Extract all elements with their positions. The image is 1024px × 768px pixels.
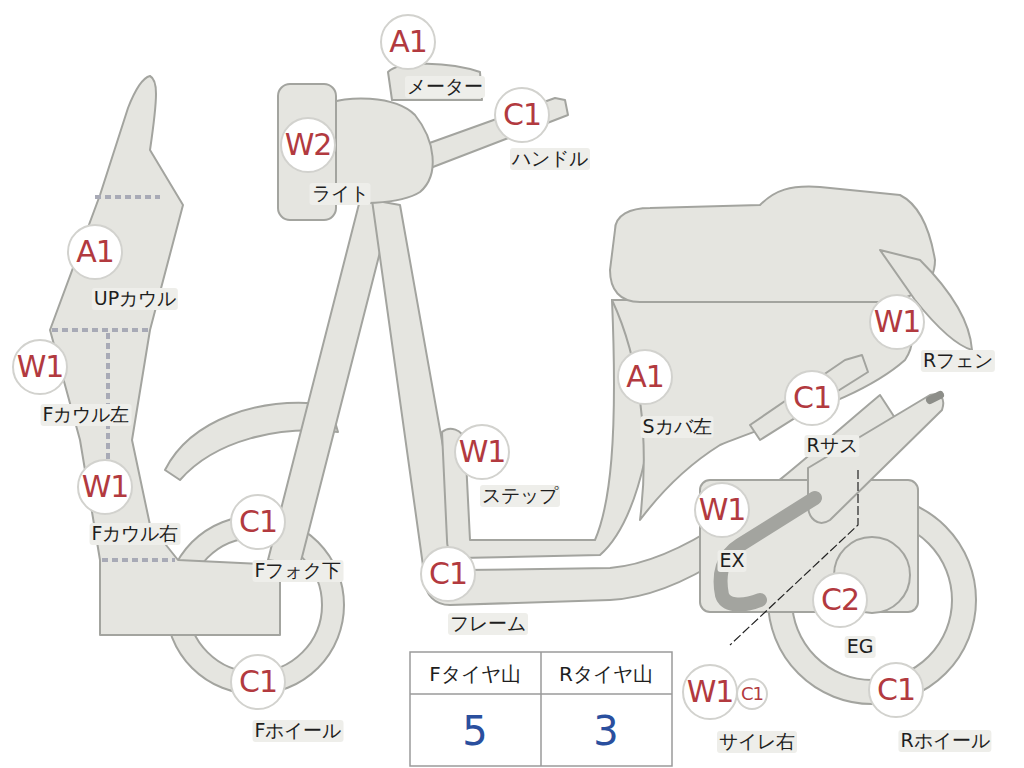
callout-circle: W1Fカウル右 bbox=[77, 459, 133, 515]
part-name: Sカバ左 bbox=[640, 416, 713, 438]
part-name: Rホイール bbox=[898, 730, 991, 752]
callout-code: C1 bbox=[793, 383, 831, 413]
callout-code: C1 bbox=[429, 559, 467, 589]
callout-code: C1 bbox=[877, 675, 915, 705]
callout-code: C2 bbox=[821, 585, 859, 615]
part-name: メーター bbox=[405, 76, 485, 98]
callout-circle: W1ステップ bbox=[454, 424, 510, 480]
callout-circle: W1EX bbox=[694, 482, 750, 538]
callout-circle: C1Fホイール bbox=[230, 654, 286, 710]
table-header: Fタイヤ山 bbox=[429, 664, 521, 684]
part-name: フレーム bbox=[448, 613, 528, 635]
callout-code: C1 bbox=[239, 667, 277, 697]
part-name: Fフォク下 bbox=[253, 560, 344, 582]
callout-circle: C1Rサス bbox=[784, 370, 840, 426]
callout-circle: W1Rフェン bbox=[869, 294, 925, 350]
table-header: Rタイヤ山 bbox=[559, 664, 653, 684]
callout-circle: A1Sカバ左 bbox=[617, 349, 673, 405]
callout-code: W1 bbox=[459, 437, 506, 467]
callout-circle: W1Fカウル左 bbox=[12, 339, 68, 395]
callout-circle: C1フレーム bbox=[420, 546, 476, 602]
part-name: サイレ右 bbox=[717, 731, 797, 753]
part-name: UPカウル bbox=[92, 288, 178, 310]
callout-circle: W1サイレ右 bbox=[682, 664, 738, 720]
callout-circle: C1ハンドル bbox=[494, 87, 550, 143]
part-name: EG bbox=[845, 636, 876, 658]
callout-code: A1 bbox=[626, 362, 664, 392]
callout-circle: C1Rホイール bbox=[868, 662, 924, 718]
callout-circle: C2EG bbox=[812, 572, 868, 628]
part-name: ステップ bbox=[480, 485, 560, 507]
part-name: ライト bbox=[310, 183, 371, 205]
callout-code: C1 bbox=[239, 507, 277, 537]
callout-code: W1 bbox=[874, 307, 921, 337]
part-name: Fカウル左 bbox=[41, 404, 132, 426]
callout-code: W1 bbox=[687, 677, 734, 707]
callout-code: W1 bbox=[82, 472, 129, 502]
callout-circle: A1メーター bbox=[380, 14, 436, 70]
callout-code: C1 bbox=[741, 685, 763, 703]
part-name: ハンドル bbox=[510, 148, 590, 170]
part-name: Rフェン bbox=[921, 350, 995, 372]
callout-circle: C1 bbox=[736, 678, 768, 710]
callout-circle: A1UPカウル bbox=[67, 224, 123, 280]
callout-code: W1 bbox=[17, 352, 64, 382]
callout-circle: C1Fフォク下 bbox=[230, 494, 286, 550]
callout-code: C1 bbox=[503, 100, 541, 130]
part-name: Rサス bbox=[804, 435, 859, 457]
part-name: EX bbox=[717, 550, 746, 572]
callout-code: A1 bbox=[76, 237, 114, 267]
callout-code: A1 bbox=[389, 27, 427, 57]
table-value: 3 bbox=[593, 711, 618, 751]
callout-code: W1 bbox=[699, 495, 746, 525]
part-name: Fホイール bbox=[253, 720, 344, 742]
part-name: Fカウル右 bbox=[90, 523, 181, 545]
callout-code: W2 bbox=[285, 130, 332, 160]
table-value: 5 bbox=[462, 711, 487, 751]
callout-circle: W2ライト bbox=[280, 117, 336, 173]
